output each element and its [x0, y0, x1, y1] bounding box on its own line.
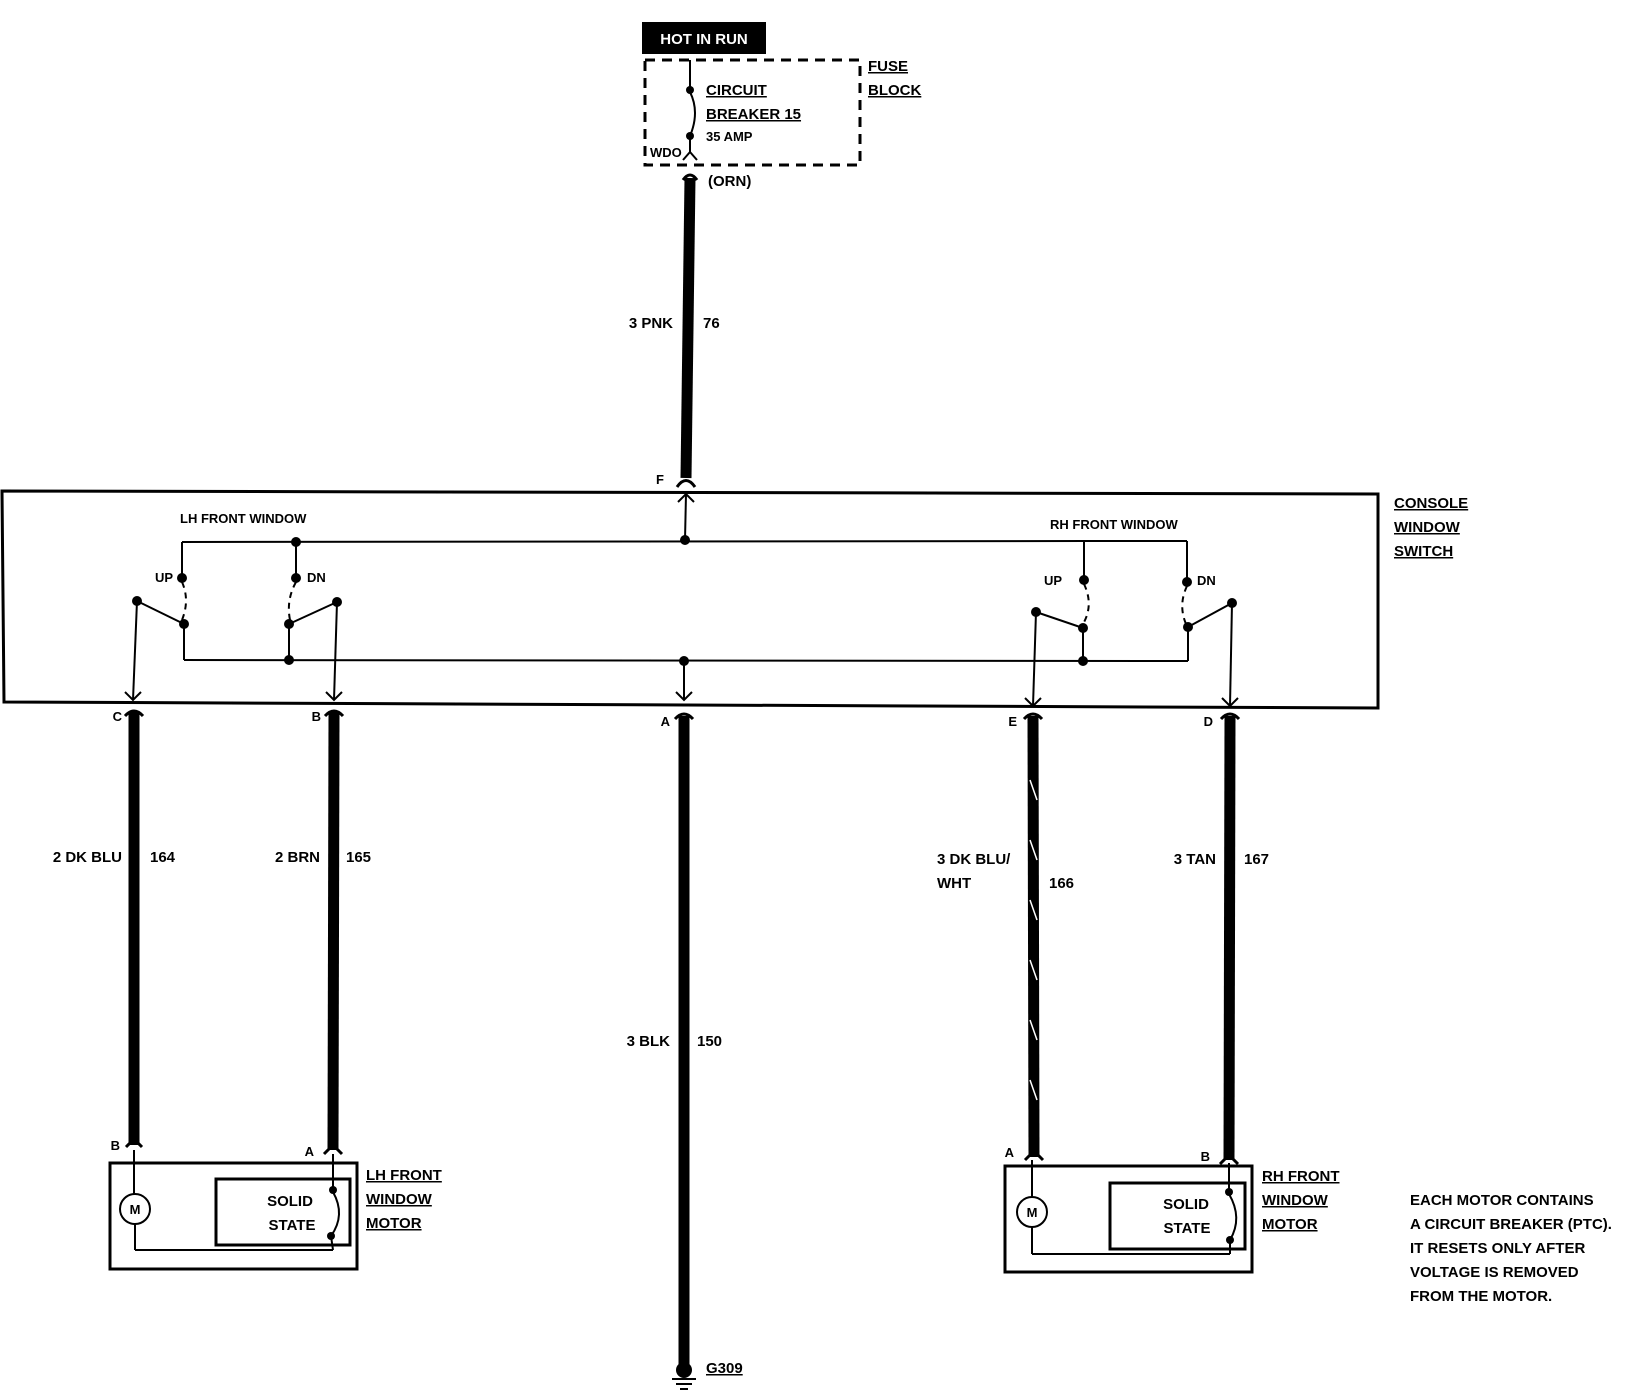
lh-motor-title-3: MOTOR [366, 1215, 422, 1232]
note-line-5: FROM THE MOTOR. [1410, 1288, 1552, 1305]
fuse-terminal-label: WDO [650, 145, 682, 160]
pin-a-label: A [661, 714, 671, 729]
wire-a-circuit: 150 [697, 1033, 722, 1050]
pin-d-label: D [1204, 714, 1213, 729]
wire-c-circuit: 164 [150, 849, 176, 866]
rh-window-motor: A B M SOLID STATE RH FRONT WINDOW MOTOR [1003, 1145, 1340, 1274]
note-line-4: VOLTAGE IS REMOVED [1410, 1264, 1579, 1281]
fuse-block-title-2: BLOCK [868, 82, 921, 99]
breaker-label-2: BREAKER 15 [706, 106, 801, 123]
rh-switch-label: RH FRONT WINDOW [1050, 517, 1179, 532]
power-source: HOT IN RUN [642, 22, 766, 54]
rh-motor-pin-a: A [1005, 1145, 1015, 1160]
wire-a: 3 BLK 150 [627, 712, 722, 1368]
rh-motor-symbol: M [1027, 1205, 1038, 1220]
wire-d: 3 TAN 167 [1174, 712, 1269, 1166]
lh-motor-breaker-2: STATE [269, 1217, 316, 1234]
rh-motor-breaker-2: STATE [1164, 1220, 1211, 1237]
breaker-label-1: CIRCUIT [706, 82, 767, 99]
fuse-block-title-1: FUSE [868, 58, 908, 75]
pin-f-label: F [656, 472, 664, 487]
note-line-2: A CIRCUIT BREAKER (PTC). [1410, 1216, 1612, 1233]
lh-dn-label: DN [307, 570, 326, 585]
wire-e-gauge-1: 3 DK BLU/ [937, 851, 1011, 868]
lh-motor-pin-a: A [305, 1144, 315, 1159]
pin-e-label: E [1008, 714, 1017, 729]
lh-motor-breaker-1: SOLID [267, 1193, 313, 1210]
feed-wire-circuit: 76 [703, 315, 720, 332]
ground-g309: G309 [672, 1360, 743, 1390]
wire-d-gauge: 3 TAN [1174, 851, 1216, 868]
lh-motor-title-2: WINDOW [366, 1191, 433, 1208]
lh-window-motor: B A M SOLID STATE LH FRONT WINDOW MOTOR [108, 1138, 442, 1271]
console-window-switch: CONSOLE WINDOW SWITCH F LH FRONT WINDOW … [0, 472, 1468, 729]
wire-a-gauge: 3 BLK [627, 1033, 671, 1050]
rh-dn-label: DN [1197, 573, 1216, 588]
power-source-label: HOT IN RUN [660, 31, 748, 48]
wire-e-gauge-2: WHT [937, 875, 971, 892]
wire-e: 3 DK BLU/ WHT 166 [937, 712, 1074, 1162]
pin-c-label: C [113, 709, 123, 724]
wire-b-circuit: 165 [346, 849, 371, 866]
feed-wire-color: (ORN) [708, 173, 751, 190]
pin-b-label: B [312, 709, 321, 724]
wire-b-gauge: 2 BRN [275, 849, 320, 866]
lh-switch-label: LH FRONT WINDOW [180, 511, 307, 526]
fuse-block: FUSE BLOCK CIRCUIT BREAKER 15 35 AMP WDO [643, 58, 921, 167]
ground-label: G309 [706, 1360, 743, 1377]
note-line-1: EACH MOTOR CONTAINS [1410, 1192, 1594, 1209]
rh-motor-title-3: MOTOR [1262, 1216, 1318, 1233]
wire-e-circuit: 166 [1049, 875, 1074, 892]
lh-motor-pin-b: B [111, 1138, 120, 1153]
console-switch-title-2: WINDOW [1394, 519, 1461, 536]
lh-motor-symbol: M [130, 1202, 141, 1217]
breaker-rating: 35 AMP [706, 129, 753, 144]
console-switch-title-3: SWITCH [1394, 543, 1453, 560]
wire-d-circuit: 167 [1244, 851, 1269, 868]
rh-up-label: UP [1044, 573, 1062, 588]
console-switch-title-1: CONSOLE [1394, 495, 1468, 512]
rh-motor-title-2: WINDOW [1262, 1192, 1329, 1209]
lh-motor-title-1: LH FRONT [366, 1167, 442, 1184]
motor-note: EACH MOTOR CONTAINS A CIRCUIT BREAKER (P… [1410, 1192, 1612, 1305]
wire-c-gauge: 2 DK BLU [53, 849, 122, 866]
wire-b: 2 BRN 165 [275, 709, 371, 1156]
rh-motor-pin-b: B [1201, 1149, 1210, 1164]
rh-motor-title-1: RH FRONT [1262, 1168, 1340, 1185]
rh-motor-breaker-1: SOLID [1163, 1196, 1209, 1213]
feed-wire: (ORN) 3 PNK 76 [629, 173, 751, 488]
feed-wire-gauge: 3 PNK [629, 315, 673, 332]
lh-up-label: UP [155, 570, 173, 585]
wire-c: 2 DK BLU 164 [53, 709, 176, 1149]
note-line-3: IT RESETS ONLY AFTER [1410, 1240, 1585, 1257]
